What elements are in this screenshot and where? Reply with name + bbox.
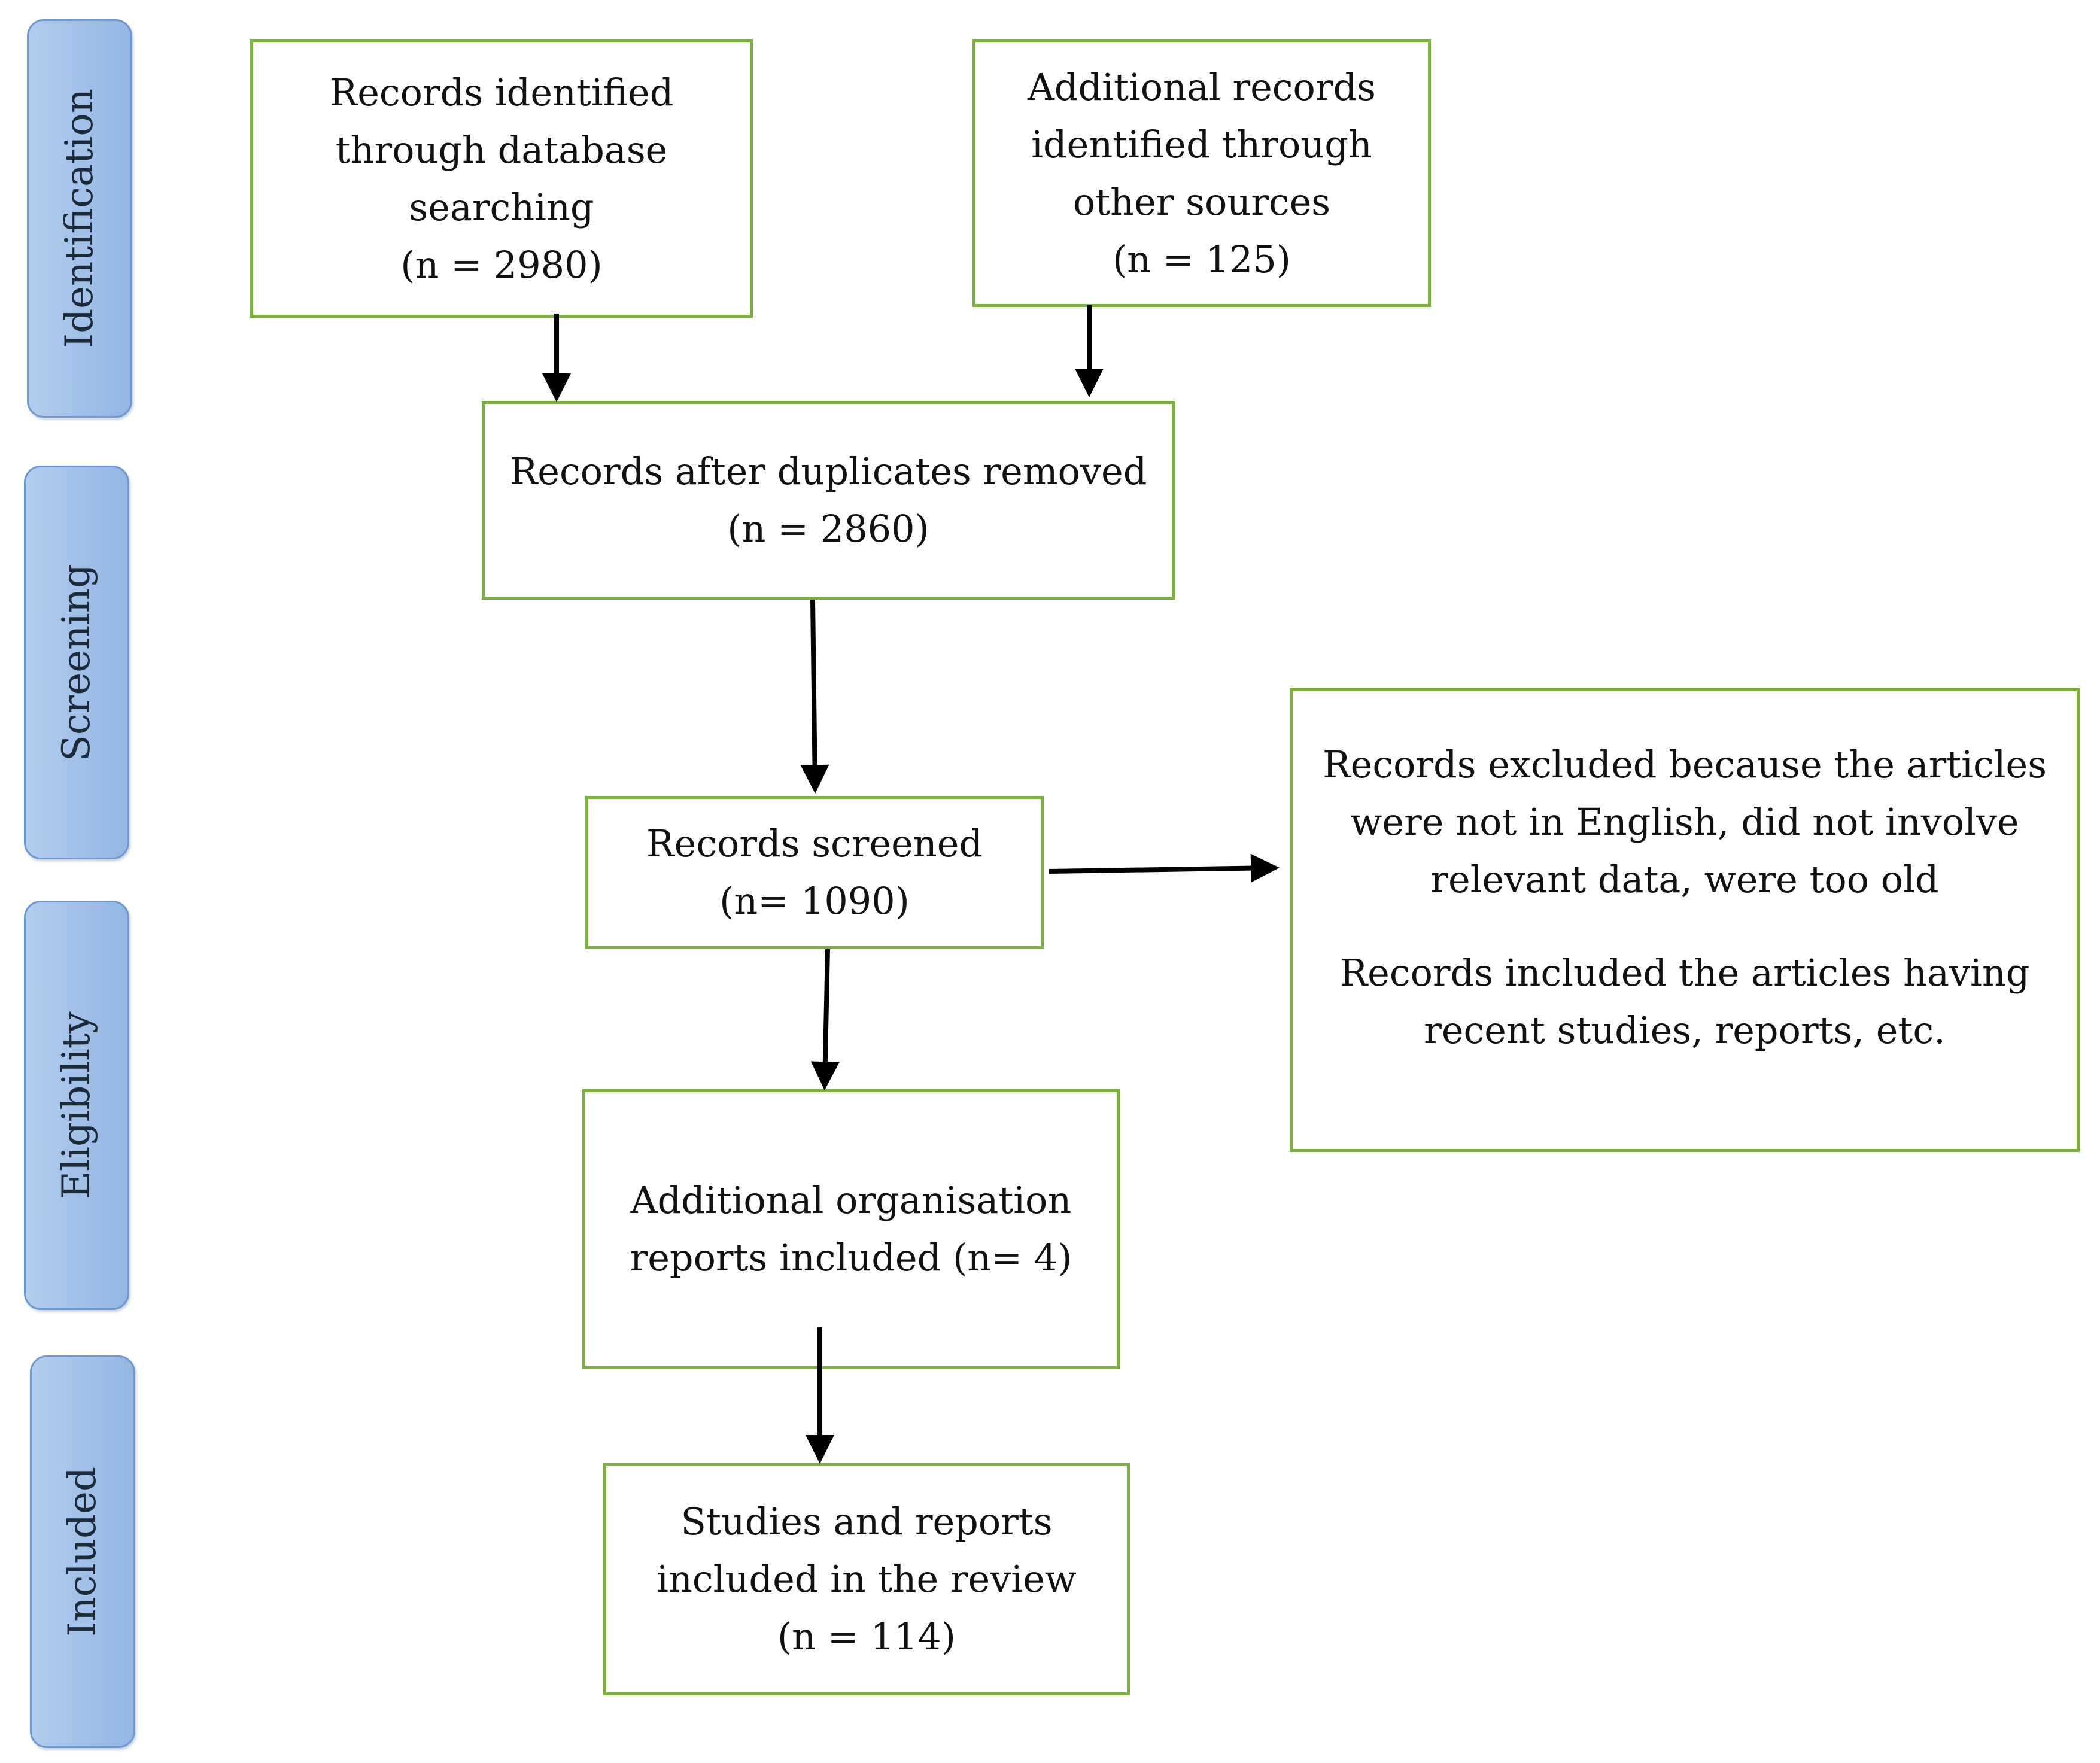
box-text-line: recent studies, reports, etc. [1424,1008,1946,1052]
final-included-box: Studies and reports included in the revi… [603,1463,1130,1695]
box-text-line: Records identified [329,70,674,114]
box-text-line: Records included the articles having [1339,951,2030,995]
box-text-line: searching [409,185,594,229]
arrow-screened-to-organisation [810,949,840,1090]
box-text-line: relevant data, were too old [1430,858,1939,901]
box-text-line: included in the review [657,1557,1077,1601]
organisation-reports-box: Additional organisation reports included… [582,1089,1120,1369]
box-text-line: Additional organisation [630,1178,1072,1222]
box-text-line: (n = 2860) [727,507,929,551]
records-excluded-box: Records excluded because the articles we… [1290,688,2080,1152]
box-text-line: (n = 2980) [400,242,603,287]
other-sources-box: Additional records identified through ot… [972,39,1431,307]
box-text-line: were not in English, did not involve [1350,800,2019,844]
arrow-duplicates-to-screened [800,599,829,794]
box-text-line: (n= 1090) [719,879,910,923]
phase-identification: Identification [27,19,132,418]
box-text-line: Additional records [1027,65,1376,109]
box-text-line: reports included (n= 4) [630,1236,1072,1279]
box-text-line: other sources [1072,180,1331,224]
arrow-screened-to-excluded [1048,853,1280,883]
phase-included: Included [30,1355,135,1748]
box-text-line: Records screened [646,822,983,865]
box-text-line: Records after duplicates removed [509,449,1147,493]
box-text-line: Studies and reports [680,1500,1053,1543]
box-text-line: identified through [1031,122,1372,166]
duplicates-removed-box: Records after duplicates removed (n = 28… [482,401,1175,600]
phase-screening: Screening [24,466,129,859]
records-screened-box: Records screened (n= 1090) [585,796,1044,949]
database-search-box: Records identified through database sear… [250,39,753,318]
box-text-line: Records excluded because the articles [1322,743,2047,786]
box-text-line: (n = 125) [1112,237,1291,281]
box-text-line: through database [335,127,668,172]
phase-eligibility: Eligibility [24,901,129,1310]
box-text-line: (n = 114) [777,1615,956,1658]
